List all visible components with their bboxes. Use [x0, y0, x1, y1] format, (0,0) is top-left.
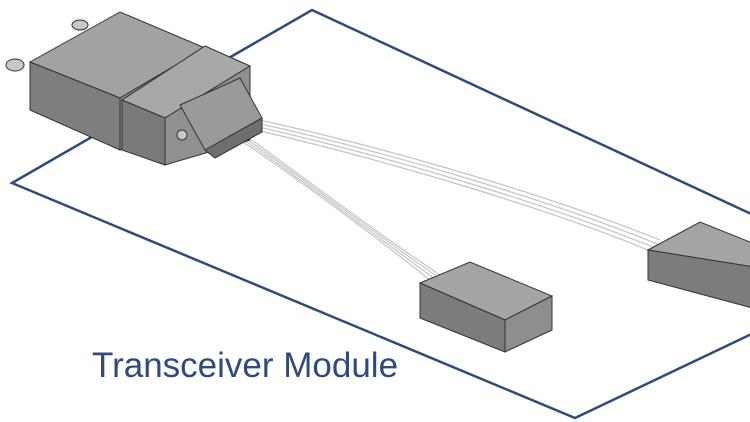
fiber-ribbon-right	[249, 117, 661, 256]
transceiver-module-left	[418, 261, 554, 353]
transceiver-module-label: Transceiver Module	[92, 346, 399, 385]
guide-pin	[5, 58, 25, 72]
connector-body	[5, 11, 263, 166]
guide-pin	[71, 19, 89, 31]
transceiver-module-right	[646, 221, 750, 308]
fiber-ribbon-left	[239, 139, 449, 281]
mounting-plane	[9, 8, 750, 420]
